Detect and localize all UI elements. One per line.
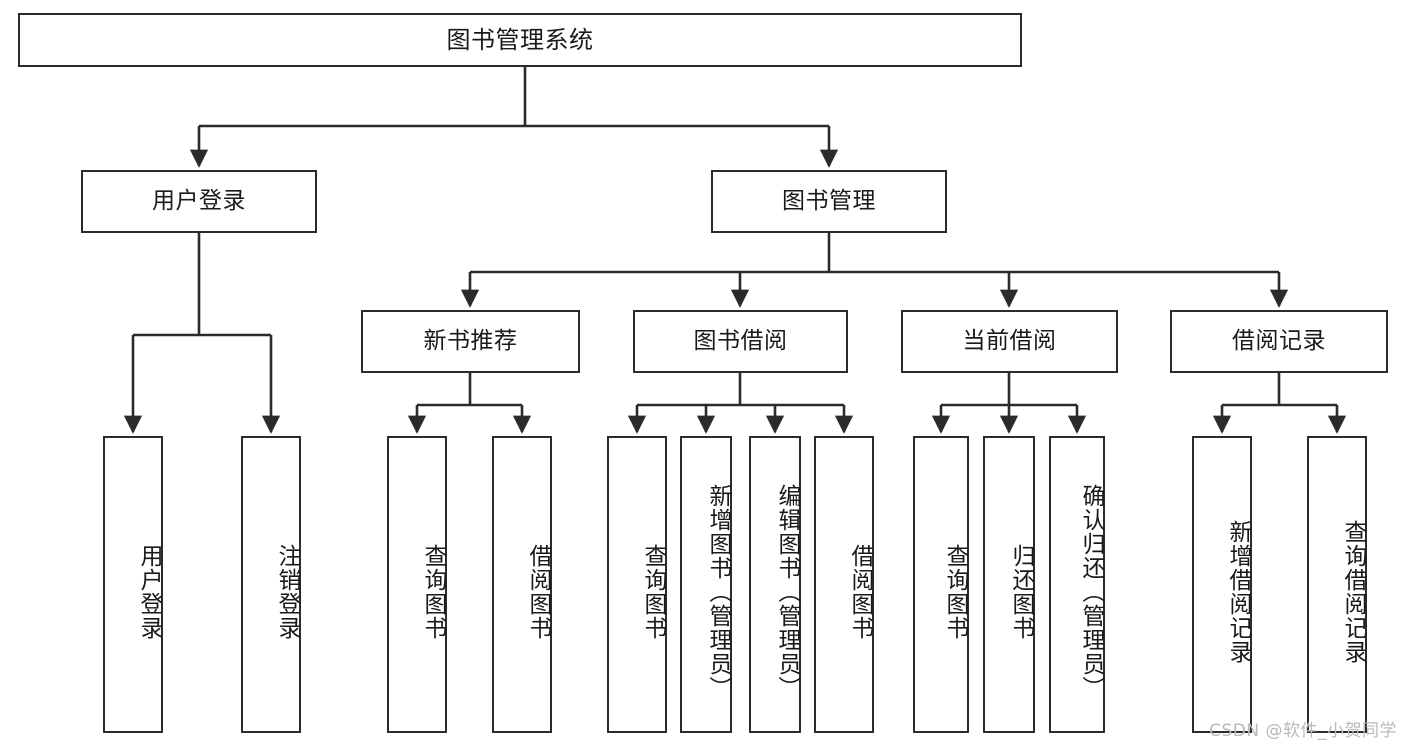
node-leaf-borrow-book-2[interactable]: 借阅图书 [814, 436, 874, 733]
node-label: 图书借阅 [693, 327, 788, 354]
node-label: 借阅图书 [525, 543, 551, 640]
node-user-login[interactable]: 用户登录 [81, 170, 317, 233]
node-label: 图书管理 [782, 187, 876, 214]
node-new-book-recommend[interactable]: 新书推荐 [361, 310, 580, 373]
node-leaf-logout-login[interactable]: 注销登录 [241, 436, 301, 733]
node-leaf-query-book-1[interactable]: 查询图书 [387, 436, 447, 733]
node-label: 查询图书 [942, 543, 968, 640]
node-label: 查询图书 [420, 543, 446, 640]
node-label: 借阅记录 [1232, 327, 1326, 354]
node-label: 当前借阅 [962, 327, 1057, 354]
node-label: 借阅图书 [847, 543, 873, 640]
node-book-borrow[interactable]: 图书借阅 [633, 310, 848, 373]
node-leaf-query-borrow-record[interactable]: 查询借阅记录 [1307, 436, 1367, 733]
node-label: 用户登录 [136, 543, 162, 640]
node-leaf-confirm-return-admin[interactable]: 确认归还（管理员） [1049, 436, 1105, 733]
node-root-book-management-system[interactable]: 图书管理系统 [18, 13, 1022, 67]
node-leaf-return-book[interactable]: 归还图书 [983, 436, 1035, 733]
node-label: 编辑图书（管理员） [774, 483, 800, 700]
node-leaf-add-borrow-record[interactable]: 新增借阅记录 [1192, 436, 1252, 733]
node-label: 归还图书 [1008, 543, 1034, 640]
node-label: 查询图书 [640, 543, 666, 640]
node-label: 新书推荐 [423, 327, 518, 354]
node-current-borrow[interactable]: 当前借阅 [901, 310, 1118, 373]
node-leaf-add-book-admin[interactable]: 新增图书（管理员） [680, 436, 732, 733]
node-leaf-edit-book-admin[interactable]: 编辑图书（管理员） [749, 436, 801, 733]
node-leaf-query-book-3[interactable]: 查询图书 [913, 436, 969, 733]
node-label: 新增图书（管理员） [705, 483, 731, 700]
node-label: 注销登录 [274, 543, 300, 640]
node-leaf-query-book-2[interactable]: 查询图书 [607, 436, 667, 733]
node-label: 用户登录 [152, 187, 246, 214]
node-borrow-record[interactable]: 借阅记录 [1170, 310, 1388, 373]
node-label: 新增借阅记录 [1225, 519, 1251, 664]
node-label: 图书管理系统 [446, 25, 594, 54]
csdn-watermark: CSDN @软件_小贺同学 [1209, 721, 1397, 741]
node-leaf-user-login[interactable]: 用户登录 [103, 436, 163, 733]
node-label: 确认归还（管理员） [1078, 483, 1104, 700]
node-leaf-borrow-book-1[interactable]: 借阅图书 [492, 436, 552, 733]
node-label: 查询借阅记录 [1340, 519, 1366, 664]
node-book-management[interactable]: 图书管理 [711, 170, 947, 233]
